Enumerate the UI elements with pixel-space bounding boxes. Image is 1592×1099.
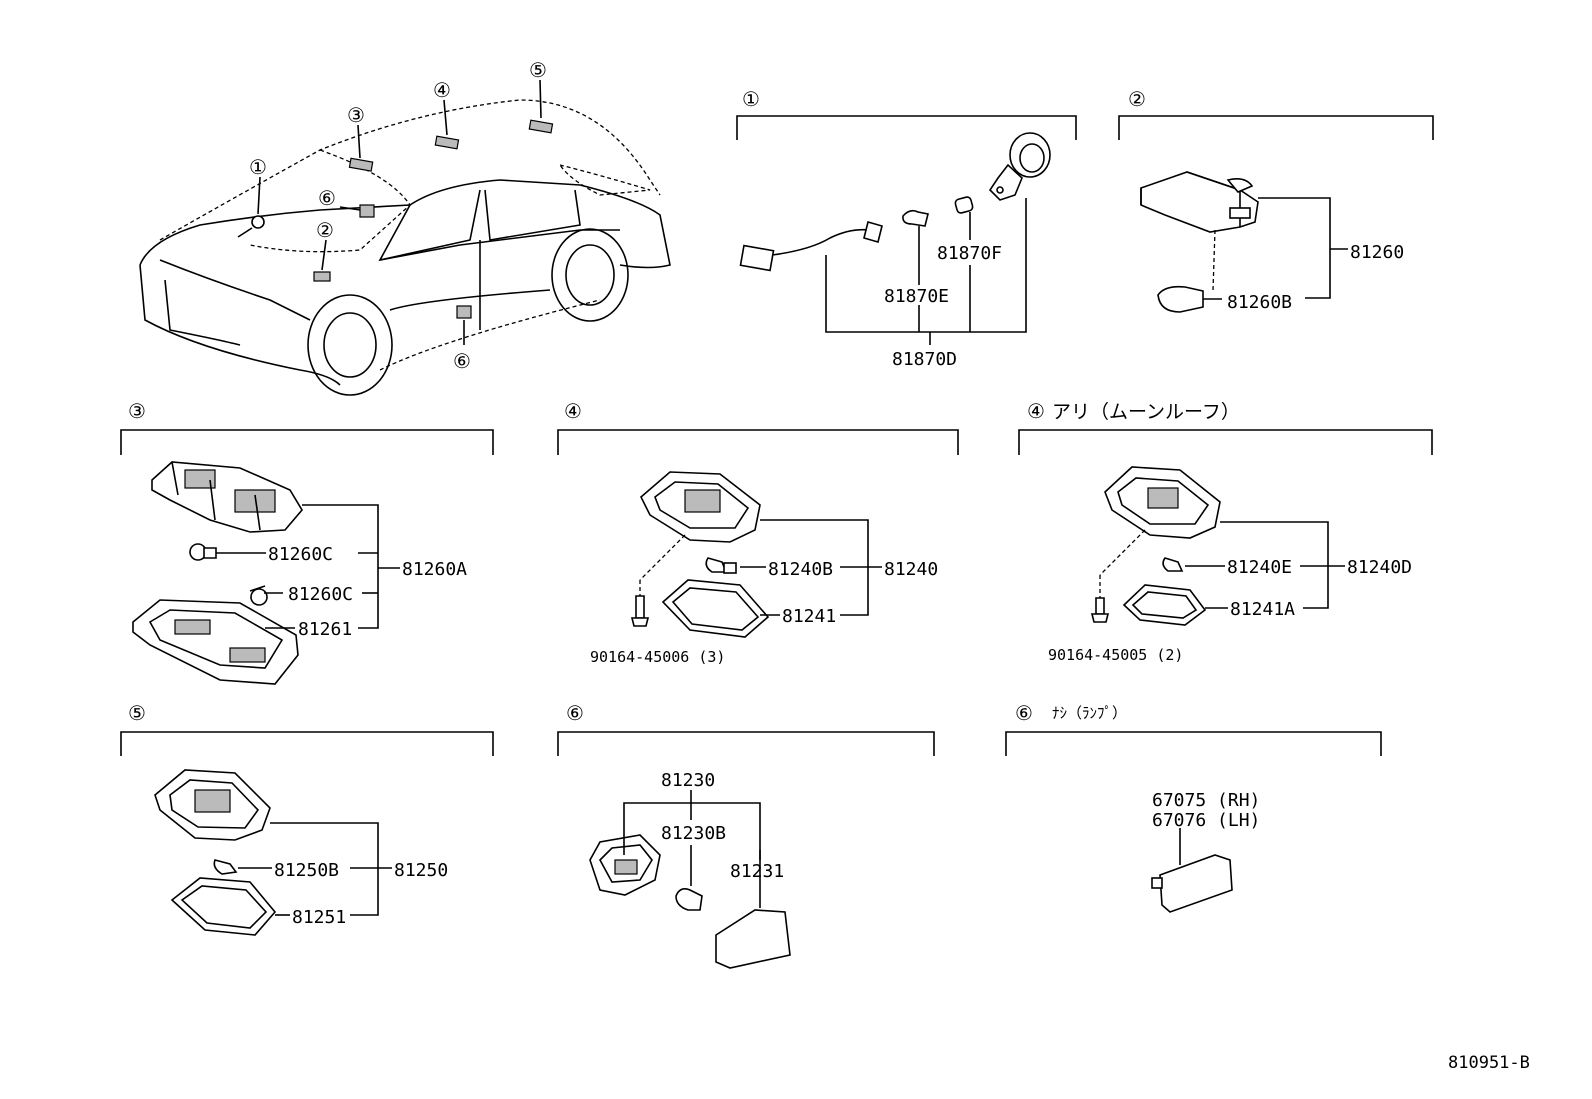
- section-1-marker: ①: [742, 87, 760, 111]
- car-marker-5: ⑤: [529, 58, 547, 82]
- label-67075: 67075 (RH): [1152, 790, 1260, 811]
- section-2: ② 81260 81260B: [1118, 87, 1434, 313]
- label-81870F: 81870F: [937, 243, 1002, 264]
- label-90164-45006: 90164-45006 (3): [590, 648, 725, 666]
- label-67076: 67076 (LH): [1152, 810, 1260, 831]
- label-81240E: 81240E: [1227, 557, 1292, 578]
- section-2-marker: ②: [1128, 87, 1146, 111]
- car-marker-4: ④: [433, 78, 451, 102]
- section-6b-note: ﾅｼ（ﾗﾝﾌﾟ）: [1052, 704, 1127, 722]
- label-81260B: 81260B: [1227, 292, 1292, 313]
- label-81240B: 81240B: [768, 559, 833, 580]
- label-81250: 81250: [394, 860, 448, 881]
- label-81870D: 81870D: [892, 349, 957, 370]
- car-illustration: ① ② ③ ④ ⑤ ⑥ ⑥: [139, 58, 671, 396]
- car-marker-6b: ⑥: [453, 349, 471, 373]
- label-81230B: 81230B: [661, 823, 726, 844]
- label-81241A: 81241A: [1230, 599, 1295, 620]
- section-4-marker: ④: [564, 399, 582, 423]
- section-5-marker: ⑤: [128, 701, 146, 725]
- label-81260: 81260: [1350, 242, 1404, 263]
- section-4-moonroof: ④ アリ（ムーンルーフ） 81240E 81240D 81241A 90164-…: [1018, 399, 1433, 664]
- label-81231: 81231: [730, 861, 784, 882]
- label-81230: 81230: [661, 770, 715, 791]
- label-81240D: 81240D: [1347, 557, 1412, 578]
- label-81261: 81261: [298, 619, 352, 640]
- label-81260C-2: 81260C: [288, 584, 353, 605]
- section-5: ⑤ 81250B 81250 81251: [120, 701, 494, 936]
- section-1: ① 81870F 81870E 81870D: [736, 87, 1077, 370]
- label-81240: 81240: [884, 559, 938, 580]
- label-90164-45005: 90164-45005 (2): [1048, 646, 1183, 664]
- car-marker-3: ③: [347, 103, 365, 127]
- section-6-no-lamp: ⑥ ﾅｼ（ﾗﾝﾌﾟ） 67075 (RH) 67076 (LH): [1005, 701, 1382, 913]
- diagram-id: 810951-B: [1448, 1053, 1530, 1073]
- label-81260A: 81260A: [402, 559, 467, 580]
- car-marker-6: ⑥: [318, 186, 336, 210]
- section-4b-note: アリ（ムーンルーフ）: [1052, 401, 1240, 423]
- car-marker-2: ②: [316, 218, 334, 242]
- label-81241: 81241: [782, 606, 836, 627]
- label-81870E: 81870E: [884, 286, 949, 307]
- label-81260C-1: 81260C: [268, 544, 333, 565]
- section-6b-marker: ⑥: [1015, 701, 1033, 725]
- car-marker-1: ①: [249, 155, 267, 179]
- label-81251: 81251: [292, 907, 346, 928]
- section-3-marker: ③: [128, 399, 146, 423]
- section-6: ⑥ 81230 81230B 81231: [557, 701, 935, 969]
- section-4: ④ 81240B 81240 81241 90164-45006 (3): [557, 399, 959, 666]
- label-81250B: 81250B: [274, 860, 339, 881]
- section-6-marker: ⑥: [566, 701, 584, 725]
- section-4b-marker: ④: [1027, 399, 1045, 423]
- section-3: ③ 81260C 81260C 81261 81260A: [120, 399, 494, 685]
